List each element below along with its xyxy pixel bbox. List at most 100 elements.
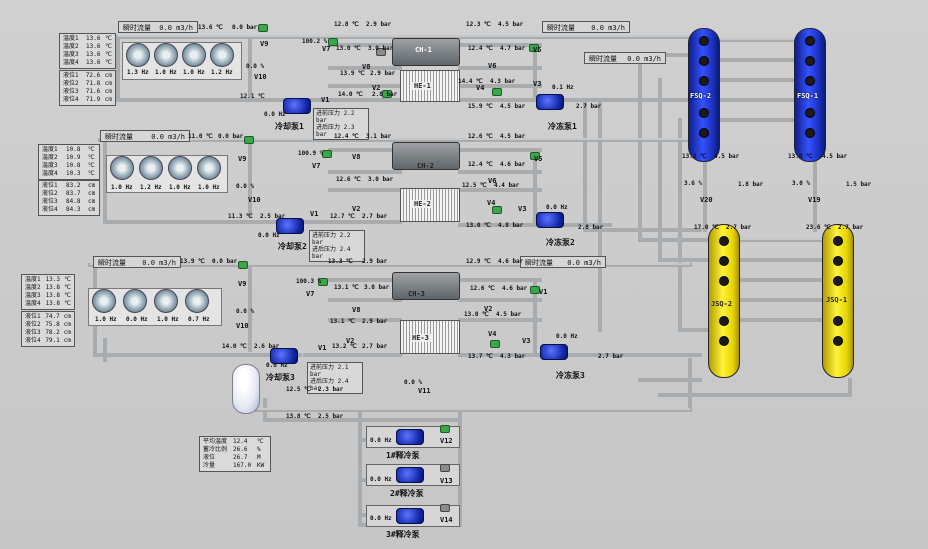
reading: 12.3 ℃ [466,21,491,28]
release-pump-1[interactable] [396,429,424,445]
stat-label: 液位 [203,454,216,461]
temp-label: 温度4 [42,170,58,177]
tank-fsq2[interactable] [688,28,720,162]
valve-icon[interactable] [238,261,248,269]
fan-icon[interactable] [182,43,206,67]
cooling-pump-1[interactable] [283,98,311,114]
valve-icon[interactable] [382,90,392,98]
valve-icon[interactable] [440,504,450,512]
fan-icon[interactable] [197,156,221,180]
valve-icon[interactable] [492,206,502,214]
fan-icon[interactable] [168,156,192,180]
reading: 12.5 ℃ [286,386,311,393]
cooling-pump-2[interactable] [276,218,304,234]
tank-jsq2[interactable] [708,224,740,378]
exchanger-label: HE-2 [412,200,433,208]
flow-number: 0.0 [591,24,604,32]
valve-icon[interactable] [530,152,540,160]
valve-icon[interactable] [322,150,332,158]
reading: 2.3 bar [318,386,344,393]
level-label: 液位3 [25,329,41,336]
chilled-pump-2[interactable] [536,212,564,228]
valve-label-v19: V19 [808,196,821,204]
chilled-pump-3[interactable] [540,344,568,360]
tank-fsq1[interactable] [794,28,826,162]
temp-label: 温度2 [25,284,41,291]
cooling-pump-3[interactable] [270,348,298,364]
reading: 2.9 bar [362,258,388,265]
chilled-pump-1[interactable] [536,94,564,110]
valve-icon[interactable] [258,24,268,32]
fan-icon[interactable] [139,156,163,180]
valve-icon[interactable] [440,464,450,472]
reading: 13.8 ℃ [788,153,813,160]
fan-icon[interactable] [210,43,234,67]
temp-unit: ℃ [105,51,112,58]
valve-icon[interactable] [376,48,386,56]
fan-icon[interactable] [123,289,147,313]
valve-icon[interactable] [318,278,328,286]
tank-label: JSQ-1 [826,296,848,304]
valve-icon[interactable] [529,44,539,52]
reading: 13.3 ℃ [328,258,353,265]
temp-label: 温度4 [25,300,41,307]
reading: 0.0 Hz [264,111,286,118]
fan-icon[interactable] [126,43,150,67]
flow-number: 0.0 [159,24,172,32]
reading: 13.0 ℃ [466,222,491,229]
level-value: 83.2 [66,182,81,189]
flow-number: 0.0 [567,259,580,267]
reading: 0.0 Hz [370,515,392,522]
fan-hz: 1.0 Hz [155,69,177,76]
valve-icon[interactable] [492,88,502,96]
reading: 14.4 ℃ [458,78,483,85]
level-unit: cm [63,313,71,320]
level-label: 液位1 [25,313,41,320]
nozzle-icon [719,236,729,246]
temp-unit: ℃ [88,170,95,177]
pump-label: 冷却泵1 [275,122,304,131]
tank-jsq1[interactable] [822,224,854,378]
valve-label-v1b: V1 [539,288,548,296]
valve-icon[interactable] [440,425,450,433]
level-label: 液位2 [63,80,79,87]
valve-label-v7: V7 [322,45,331,53]
reading: 3.1 bar [366,133,392,140]
chiller-ch2[interactable] [392,142,460,170]
reading: 12.4 ℃ [334,133,359,140]
flow-value: 0.0 m3/h [159,22,193,34]
valve-icon[interactable] [490,340,500,348]
chiller-ch1[interactable] [392,38,460,66]
fan-icon[interactable] [110,156,134,180]
release-pump-2[interactable] [396,467,424,483]
pressure-in-label: 进前压力 [316,110,341,117]
fan-hz: 1.2 Hz [211,69,233,76]
nozzle-icon [833,336,843,346]
reading: 0.0 Hz [556,333,578,340]
release-pump-3[interactable] [396,508,424,524]
flow-unit: m3/h [644,55,661,63]
fan-icon[interactable] [92,289,116,313]
stat-value: 12.4 [233,438,248,445]
tank-label: JSQ-2 [711,300,733,308]
flow-box-row2: 瞬时流量 0.0 m3/h [100,130,190,142]
flow-unit: m3/h [584,259,601,267]
fan-icon[interactable] [154,289,178,313]
temp-unit: ℃ [105,59,112,66]
valve-icon[interactable] [328,38,338,46]
reading: 4.5 bar [500,133,526,140]
reading: 13.7 ℃ [468,353,493,360]
temp-label: 温度3 [25,292,41,299]
chiller-ch3[interactable] [392,272,460,300]
fan-icon[interactable] [154,43,178,67]
flow-box-row1: 瞬时流量 0.0 m3/h [118,21,198,33]
reading: 4.3 bar [490,78,516,85]
storage-tank[interactable] [232,364,260,414]
valve-label-v10: V10 [236,322,249,330]
fan-icon[interactable] [185,289,209,313]
reading: 3.0 bar [368,176,394,183]
valve-icon[interactable] [530,286,540,294]
level-unit: cm [88,198,96,205]
valve-icon[interactable] [244,136,254,144]
